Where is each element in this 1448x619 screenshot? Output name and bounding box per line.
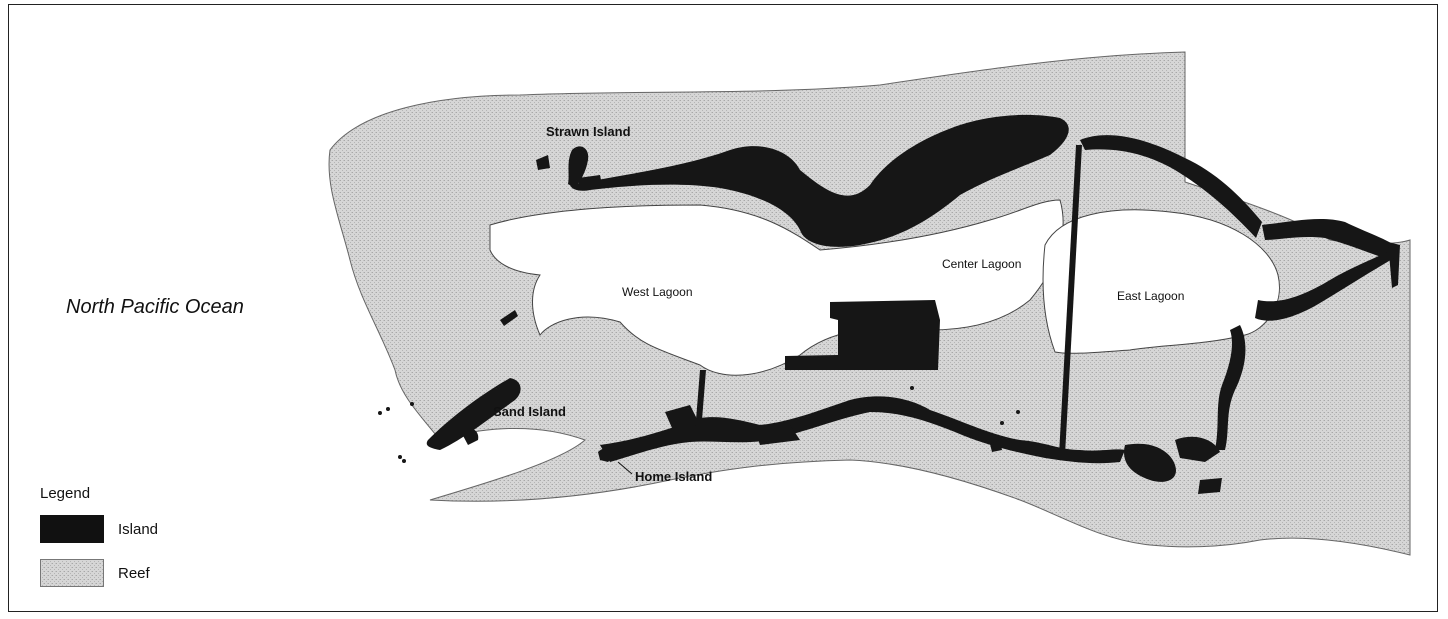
west-lagoon — [489, 199, 1064, 376]
island-swatch — [40, 515, 104, 543]
reef-swatch — [40, 559, 104, 587]
home-island-leader — [617, 461, 633, 475]
legend-item-island: Island — [40, 515, 158, 543]
legend-label-reef: Reef — [118, 564, 150, 582]
legend-label-island: Island — [118, 520, 159, 538]
east-lagoon-label: East Lagoon — [1117, 289, 1184, 303]
island-shapes — [378, 114, 1400, 494]
legend-title: Legend — [40, 485, 91, 502]
center-lagoon-label: Center Lagoon — [942, 257, 1021, 271]
west-lagoon-label: West Lagoon — [622, 285, 693, 299]
sand-island-label: Sand Island — [493, 404, 566, 419]
legend-item-reef: Reef — [40, 559, 150, 587]
ocean-label: North Pacific Ocean — [66, 296, 244, 318]
home-island-label: Home Island — [635, 469, 712, 484]
east-lagoon — [1042, 209, 1280, 354]
strawn-island-label: Strawn Island — [546, 124, 631, 139]
